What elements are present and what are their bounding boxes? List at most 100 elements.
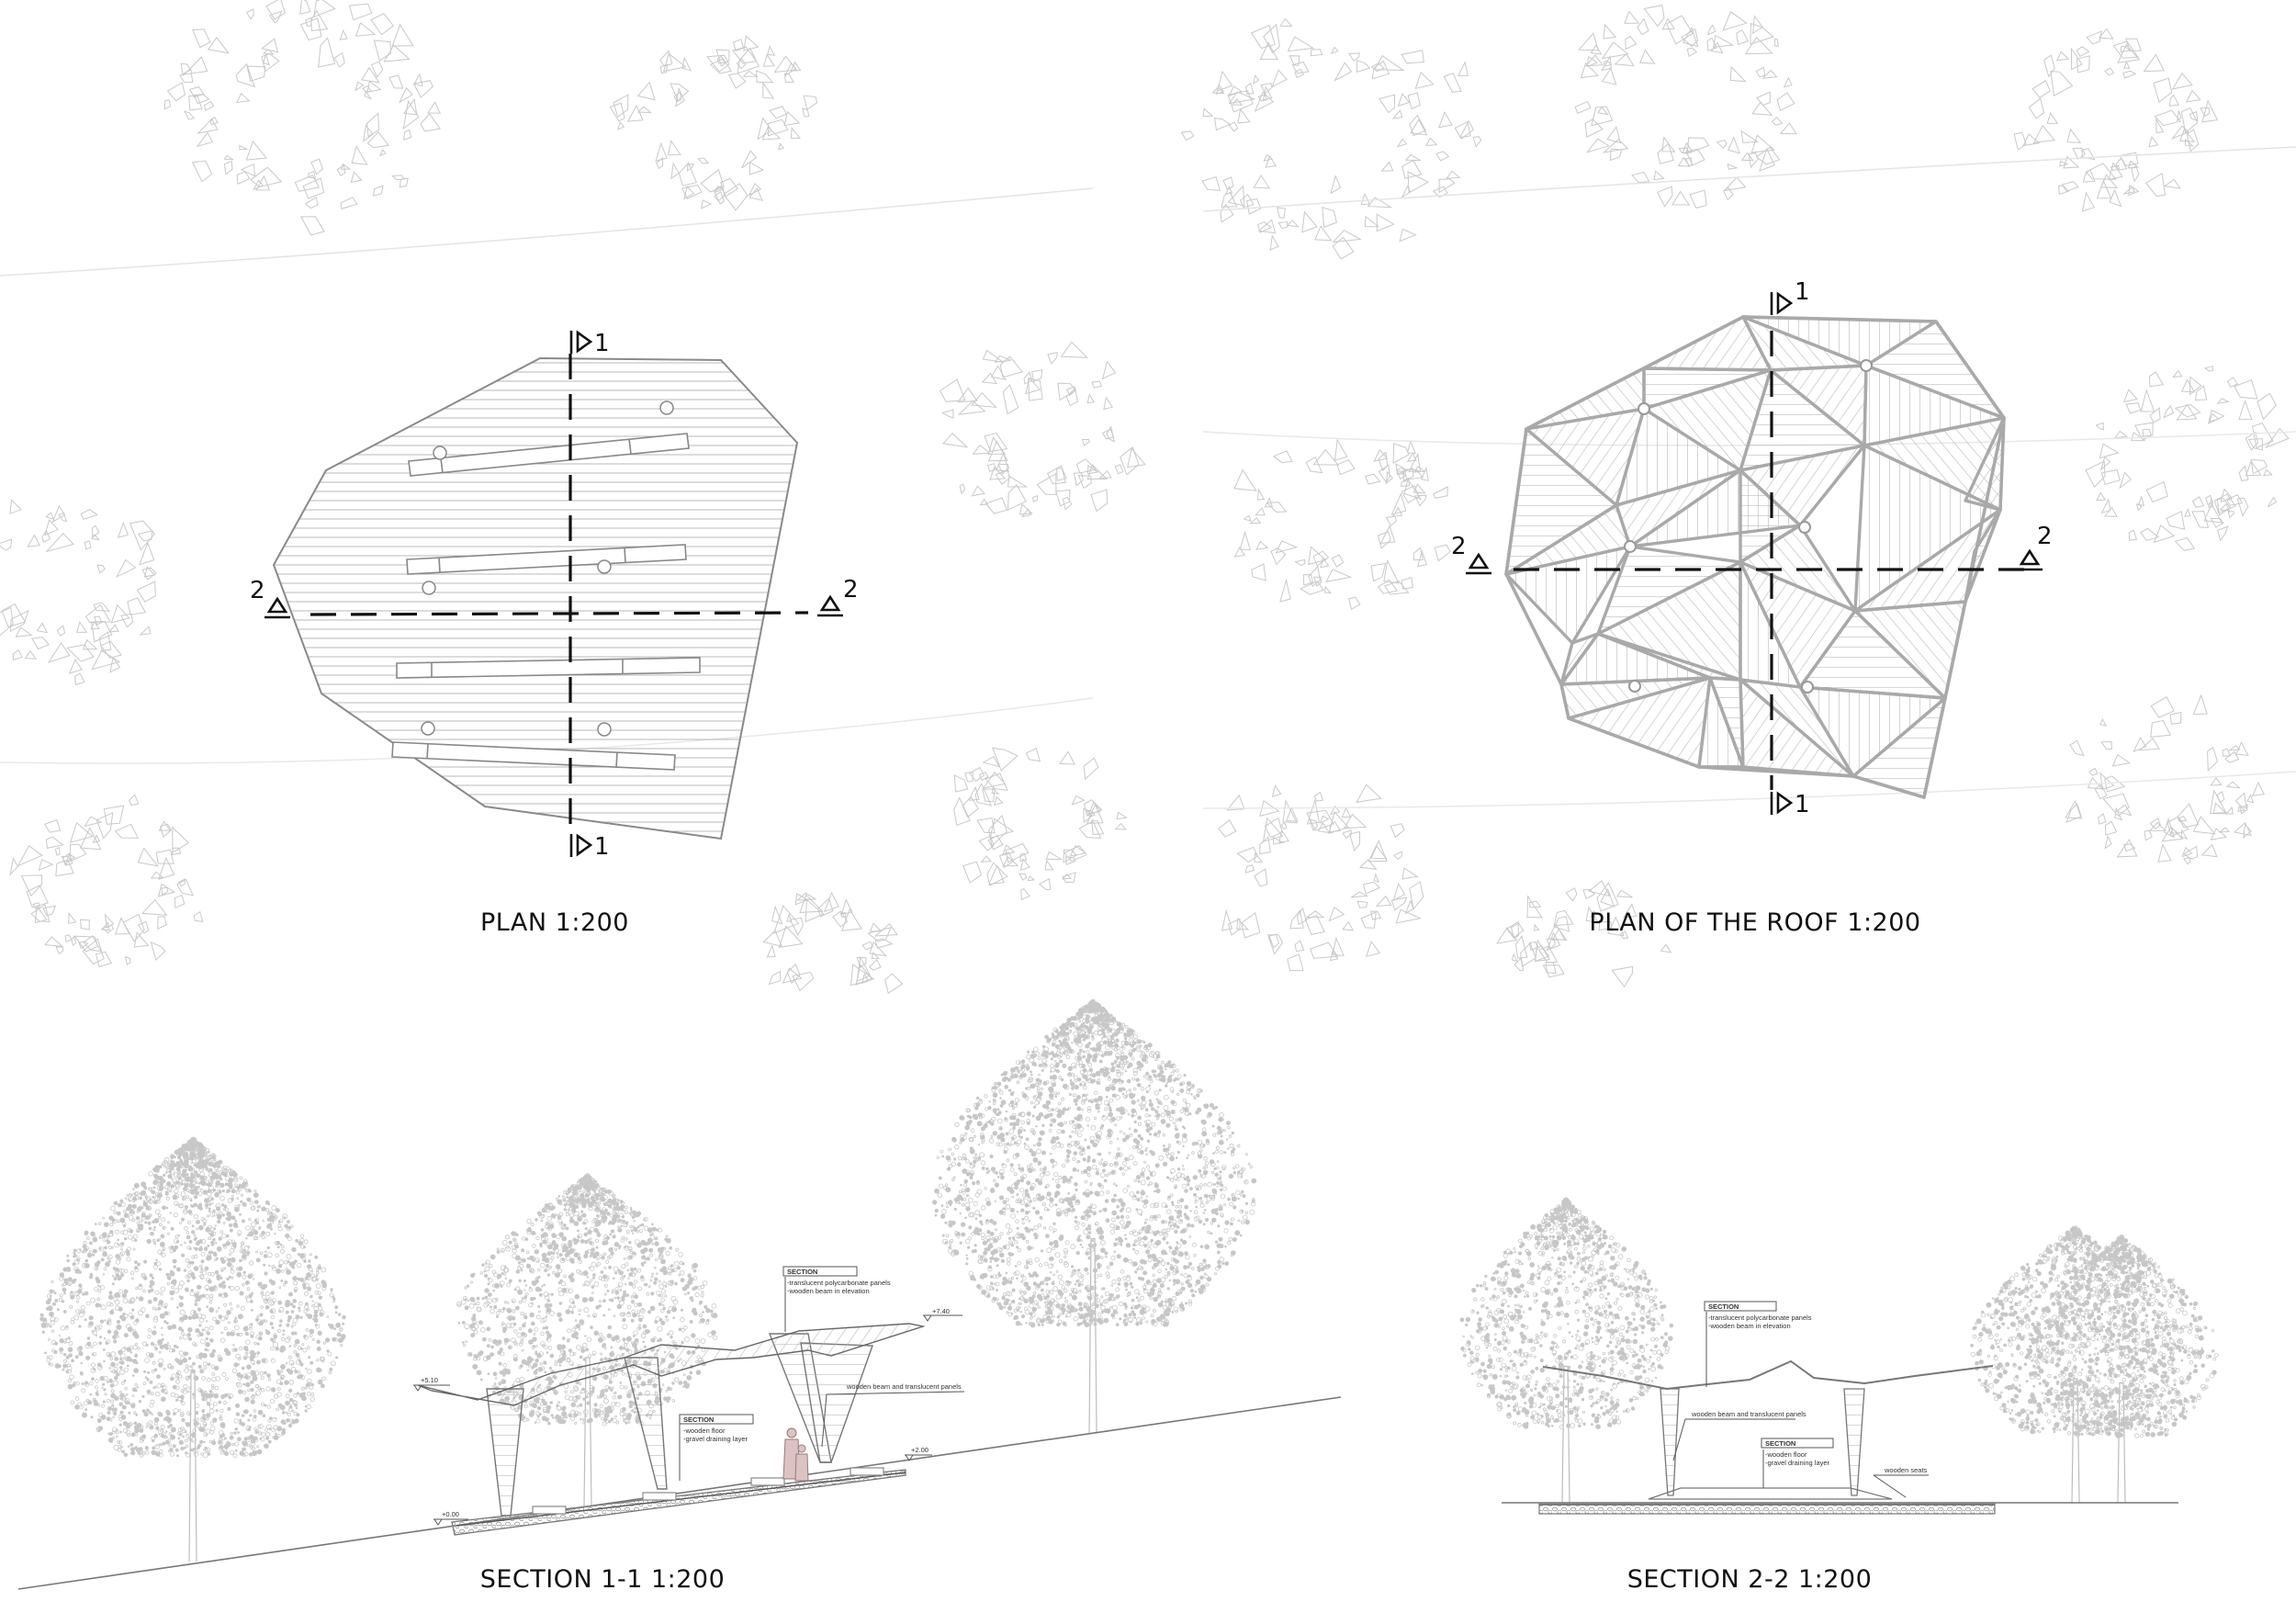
- foliage-dot: [197, 1364, 202, 1370]
- foliage-dot: [568, 1257, 575, 1263]
- leaf-shard: [1619, 930, 1629, 940]
- leaf-shard: [1601, 67, 1617, 85]
- foliage-dot: [678, 1273, 681, 1277]
- foliage-dot: [638, 1228, 644, 1234]
- foliage-dot: [537, 1304, 541, 1308]
- foliage-dot: [617, 1227, 623, 1233]
- foliage-dot: [232, 1177, 239, 1183]
- foliage-dot: [149, 1380, 153, 1384]
- foliage-dot: [60, 1293, 63, 1298]
- foliage-dot: [150, 1399, 155, 1404]
- foliage-dot: [588, 1202, 593, 1208]
- foliage-dot: [633, 1330, 638, 1336]
- foliage-dot: [212, 1316, 217, 1322]
- foliage-dot: [179, 1336, 183, 1340]
- leaf-shard: [1328, 810, 1349, 834]
- leaf-shard: [1542, 964, 1565, 978]
- foliage-dot: [603, 1252, 607, 1256]
- foliage-dot: [99, 1336, 103, 1339]
- leaf-shard: [1685, 148, 1705, 166]
- leaf-shard: [1312, 550, 1330, 567]
- foliage-dot: [99, 1428, 102, 1431]
- leaf-shard: [1376, 213, 1395, 232]
- foliage-dot: [231, 1215, 236, 1220]
- foliage-dot: [197, 1446, 200, 1449]
- leaf-shard: [979, 498, 989, 506]
- foliage-dot: [626, 1304, 632, 1310]
- leaf-shard: [1328, 907, 1345, 922]
- foliage-dot: [264, 1432, 271, 1438]
- foliage-dot: [39, 1313, 44, 1317]
- leaf-shard: [2220, 488, 2234, 503]
- foliage-dot: [487, 1292, 492, 1297]
- foliage-dot: [279, 1243, 283, 1246]
- foliage-dot: [487, 1282, 490, 1286]
- foliage-dot: [303, 1309, 308, 1314]
- leaf-shard: [1578, 32, 1599, 51]
- foliage-dot: [98, 1236, 102, 1240]
- foliage-dot: [139, 1428, 144, 1433]
- leaf-shard: [1591, 106, 1614, 127]
- leaf-shard: [2115, 804, 2133, 817]
- foliage-dot: [188, 1239, 193, 1244]
- foliage-dot: [176, 1306, 179, 1309]
- section-marker-1-top: [569, 330, 593, 354]
- leaf-shard: [1748, 152, 1760, 169]
- foliage-dot: [275, 1347, 279, 1351]
- foliage-dot: [196, 1227, 198, 1231]
- foliage-dot: [84, 1230, 89, 1235]
- foliage-dot: [230, 1257, 236, 1263]
- foliage-dot: [214, 1269, 219, 1275]
- leaf-shard: [1251, 563, 1266, 581]
- leaf-shard: [868, 959, 882, 971]
- foliage-dot: [199, 1369, 205, 1374]
- leaf-shard: [2113, 430, 2128, 439]
- foliage-dot: [224, 1393, 229, 1398]
- foliage-dot: [602, 1299, 606, 1303]
- leaf-shard: [1728, 136, 1741, 154]
- foliage-dot: [681, 1385, 685, 1388]
- foliage-dot: [581, 1212, 587, 1218]
- leaf-shard: [2153, 77, 2173, 103]
- foliage-dot: [272, 1341, 278, 1348]
- foliage-dot: [647, 1285, 651, 1288]
- foliage-dot: [188, 1179, 194, 1184]
- foliage-dot: [619, 1200, 624, 1204]
- leaf-shard: [1309, 818, 1318, 831]
- leaf-shard: [989, 818, 1015, 840]
- foliage-dot: [168, 1246, 172, 1249]
- foliage-dot: [196, 1291, 200, 1295]
- foliage-dot: [580, 1322, 584, 1326]
- foliage-dot: [213, 1227, 217, 1231]
- foliage-dot: [135, 1215, 141, 1221]
- leaf-shard: [1005, 842, 1030, 863]
- foliage-dot: [275, 1432, 277, 1436]
- foliage-dot: [472, 1363, 478, 1370]
- leaf-shard: [96, 811, 114, 840]
- leaf-shard: [803, 95, 818, 111]
- foliage-dot: [78, 1283, 83, 1288]
- foliage-dot: [118, 1402, 124, 1407]
- foliage-dot: [141, 1181, 147, 1188]
- foliage-dot: [535, 1418, 541, 1424]
- leaf-shard: [1218, 819, 1237, 838]
- foliage-dot: [186, 1220, 192, 1225]
- leaf-shard: [1686, 47, 1698, 58]
- foliage-dot: [288, 1379, 295, 1385]
- leaf-shard: [2109, 188, 2122, 208]
- foliage-dot: [110, 1361, 116, 1368]
- leaf-shard: [839, 912, 847, 918]
- foliage-dot: [653, 1266, 657, 1269]
- foliage-dot: [96, 1260, 101, 1265]
- foliage-dot: [310, 1269, 314, 1273]
- foliage-dot: [593, 1414, 599, 1418]
- leaf-shard: [1120, 445, 1140, 476]
- leaf-shard: [2123, 60, 2131, 69]
- leaf-shard: [1275, 540, 1299, 554]
- leaf-shard: [1254, 91, 1275, 112]
- leaf-shard: [1256, 488, 1266, 501]
- leaf-shard: [66, 644, 95, 662]
- leaf-shard: [1684, 157, 1693, 166]
- foliage-dot: [153, 1421, 158, 1426]
- foliage-dot: [113, 1375, 118, 1381]
